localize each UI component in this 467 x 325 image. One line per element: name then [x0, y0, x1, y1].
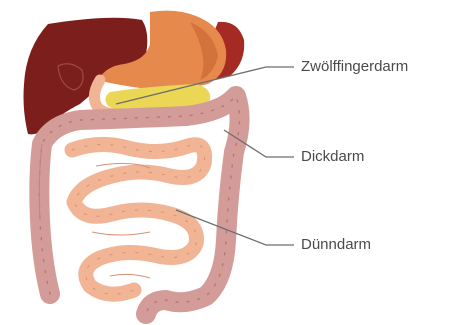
label-small-intestine: Dünndarm [301, 236, 371, 254]
label-duodenum: Zwölffingerdarm [301, 58, 408, 76]
label-colon: Dickdarm [301, 148, 364, 166]
small-intestine [72, 144, 205, 294]
